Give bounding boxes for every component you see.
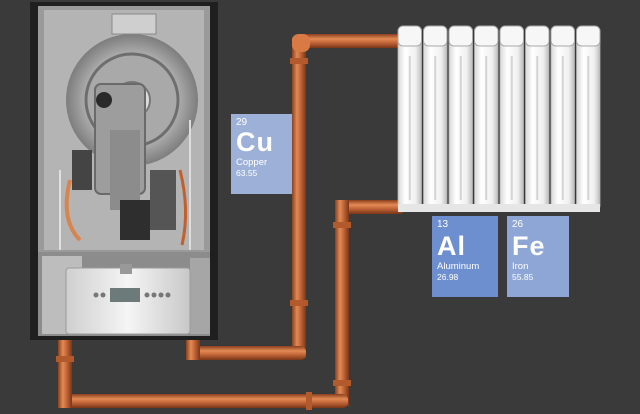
gas-boiler xyxy=(30,2,218,340)
iron-atomic-number: 26 xyxy=(512,219,524,230)
radiator-fin-cap xyxy=(550,25,575,47)
element-tile-aluminum: 13 Al Aluminum 26.98 xyxy=(432,216,498,297)
iron-name: Iron xyxy=(512,261,529,272)
radiator-bottom-manifold xyxy=(398,204,600,212)
copper-name: Copper xyxy=(236,157,268,168)
radiator-fin-cap xyxy=(576,25,601,47)
iron-atomic-mass: 55.85 xyxy=(512,272,534,282)
radiator-fin-cap xyxy=(397,25,422,47)
aluminum-atomic-mass: 26.98 xyxy=(437,272,459,282)
aluminum-name: Aluminum xyxy=(437,261,480,272)
element-tile-iron: 26 Fe Iron 55.85 xyxy=(507,216,569,297)
radiator-fin-cap xyxy=(448,25,473,47)
copper-atomic-number: 29 xyxy=(236,117,248,128)
aluminum-atomic-number: 13 xyxy=(437,219,449,230)
copper-pipes xyxy=(56,34,405,410)
radiator-fin-cap xyxy=(423,25,448,47)
radiator-fin-cap xyxy=(525,25,550,47)
copper-symbol: Cu xyxy=(236,127,274,157)
element-tile-copper: 29 Cu Copper 63.55 xyxy=(231,114,292,194)
iron-symbol: Fe xyxy=(512,231,546,261)
radiator-fin-cap xyxy=(474,25,499,47)
aluminum-symbol: Al xyxy=(437,231,466,261)
radiator xyxy=(397,25,601,212)
display-screen xyxy=(110,288,140,302)
radiator-fin-cap xyxy=(499,25,524,47)
copper-atomic-mass: 63.55 xyxy=(236,168,258,178)
